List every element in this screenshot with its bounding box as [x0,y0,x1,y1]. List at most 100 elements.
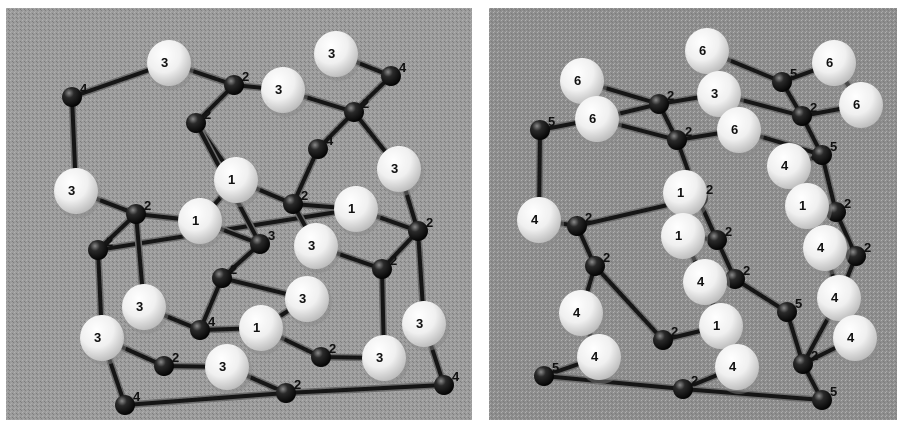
atom-label: 4 [729,359,737,374]
small-atom [276,383,296,403]
atom-label: 3 [219,359,226,374]
atom-label: 4 [847,330,855,345]
large-atom [661,213,705,259]
large-atom [377,146,421,192]
small-atom [812,390,832,410]
small-atom [793,354,813,374]
large-atom [334,186,378,232]
atom-label: 2 [106,234,113,249]
atom-label: 1 [253,320,260,335]
atom-label: 4 [208,314,216,329]
small-atom [846,246,866,266]
atom-label: 2 [810,100,817,115]
small-atom [115,395,135,415]
small-atom [812,145,832,165]
atom-label: 2 [329,341,336,356]
atom-label: 2 [144,198,151,213]
atom-label: 4 [452,369,460,384]
atom-label: 2 [301,188,308,203]
atom-label: 1 [348,201,355,216]
small-atom [725,269,745,289]
atom-label: 3 [275,82,282,97]
large-atom [314,31,358,77]
atom-label: 3 [136,299,143,314]
large-atom [205,344,249,390]
atom-label: 3 [416,316,423,331]
large-atom [577,334,621,380]
large-atom [54,168,98,214]
large-atom [122,284,166,330]
large-atom [559,290,603,336]
small-atom [190,320,210,340]
small-atom [530,120,550,140]
atom-label: 3 [376,350,383,365]
atom-label: 2 [172,350,179,365]
large-atom [833,315,877,361]
atom-label: 1 [675,228,682,243]
atom-label: 2 [242,69,249,84]
atom-label: 5 [830,139,837,154]
small-atom [707,230,727,250]
large-atom [663,170,707,216]
atom-label: 1 [799,198,806,213]
atom-label: 2 [706,182,713,197]
atom-label: 2 [667,88,674,103]
atom-label: 3 [391,161,398,176]
small-atom [649,94,669,114]
atom-label: 4 [831,290,839,305]
atom-label: 4 [591,349,599,364]
large-atom [239,305,283,351]
atom-label: 2 [685,124,692,139]
small-atom [653,330,673,350]
large-atom [362,335,406,381]
large-atom [294,223,338,269]
large-atom [715,344,759,390]
large-atom [517,197,561,243]
atom-label: 6 [853,97,860,112]
large-atom [575,96,619,142]
atom-label: 1 [713,318,720,333]
atom-label: 2 [362,96,369,111]
small-atom [673,379,693,399]
atom-label: 6 [826,55,833,70]
large-atom [839,82,883,128]
large-atom [285,276,329,322]
atom-label: 2 [603,250,610,265]
bond [593,264,665,342]
small-atom [344,102,364,122]
small-atom [585,256,605,276]
atom-label: 2 [671,324,678,339]
atom-label: 5 [548,114,555,129]
atom-label: 6 [589,111,596,126]
bond [123,391,288,407]
atom-label: 3 [308,238,315,253]
small-atom [381,66,401,86]
bond [681,387,824,402]
atom-label: 4 [781,158,789,173]
atom-label: 3 [711,86,718,101]
bond [733,277,789,314]
large-atom [402,301,446,347]
atom-label: 3 [68,183,75,198]
large-atom [178,198,222,244]
large-atom [767,143,811,189]
atom-label: 4 [80,81,88,96]
large-atom [785,183,829,229]
atom-label: 4 [326,133,334,148]
atom-label: 6 [731,122,738,137]
large-atom [80,315,124,361]
atom-label: 4 [133,389,141,404]
small-atom [667,130,687,150]
atom-label: 5 [790,66,797,81]
small-atom [126,204,146,224]
small-atom [62,87,82,107]
large-atom [817,275,861,321]
atom-label: 5 [830,384,837,399]
large-atom [812,40,856,86]
atom-label: 2 [811,348,818,363]
atom-label: 1 [228,172,235,187]
large-atom [214,157,258,203]
